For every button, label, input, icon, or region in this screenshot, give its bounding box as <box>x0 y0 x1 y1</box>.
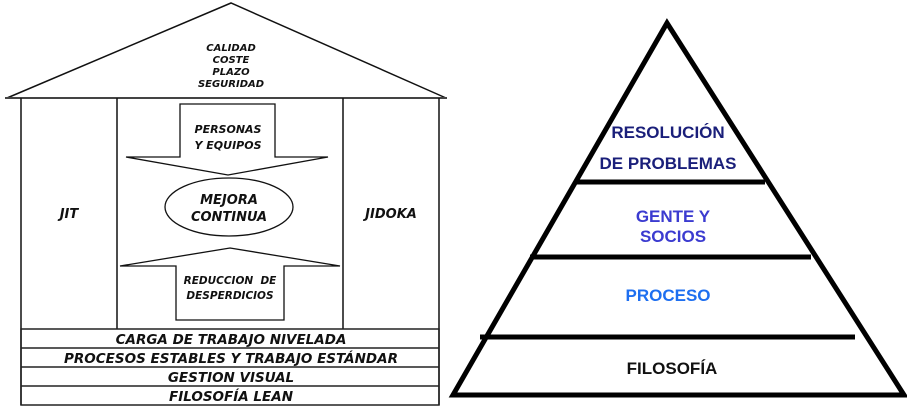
arrow-up-label: DESPERDICIOS <box>186 290 273 302</box>
pyramid-level-process: PROCESO <box>625 286 710 305</box>
arrow-up-label: REDUCCION DE <box>184 275 278 287</box>
roof-goals: CALIDAD COSTE PLAZO SEGURIDAD <box>198 43 264 90</box>
foundation-level: PROCESOS ESTABLES Y TRABAJO ESTÁNDAR <box>64 350 398 367</box>
lean-house: CALIDAD COSTE PLAZO SEGURIDAD JIT JIDOKA… <box>5 2 447 406</box>
pyramid-level-label: PROCESO <box>625 286 710 305</box>
pyramid-level-label: RESOLUCIÓN <box>611 123 724 142</box>
center-label: MEJORA <box>200 193 258 208</box>
arrow-down-label: PERSONAS <box>195 123 262 136</box>
foundation-level: GESTION VISUAL <box>168 370 294 386</box>
pyramid-level-label: SOCIOS <box>640 227 706 246</box>
foundation: CARGA DE TRABAJO NIVELADA PROCESOS ESTAB… <box>20 328 440 406</box>
pyramid-level-people-partners: GENTE Y SOCIOS <box>636 207 711 246</box>
continuous-improvement-ellipse <box>164 177 294 237</box>
roof-goal: SEGURIDAD <box>198 79 264 90</box>
center-label: CONTINUA <box>191 210 267 225</box>
pyramid-outline <box>448 18 907 398</box>
roof-goal: PLAZO <box>212 67 250 78</box>
arrow-down-shape <box>125 103 329 176</box>
pillar-jit: JIT <box>57 207 80 222</box>
pillar-jidoka: JIDOKA <box>362 207 417 222</box>
foundation-level: FILOSOFÍA LEAN <box>169 388 294 405</box>
arrow-down-label: Y EQUIPOS <box>194 139 261 152</box>
pyramid-level-label: DE PROBLEMAS <box>600 154 737 173</box>
arrow-up-shape <box>119 247 341 321</box>
foundation-level: CARGA DE TRABAJO NIVELADA <box>116 332 347 348</box>
roof-goal: COSTE <box>213 55 250 66</box>
pyramid-level-label: FILOSOFÍA <box>627 359 718 378</box>
pyramid-level-label: GENTE Y <box>636 207 711 226</box>
pyramid: RESOLUCIÓN DE PROBLEMAS GENTE Y SOCIOS P… <box>448 18 907 398</box>
pyramid-level-philosophy: FILOSOFÍA <box>627 359 718 378</box>
house-roof <box>6 2 447 99</box>
pyramid-level-problem-solving: RESOLUCIÓN DE PROBLEMAS <box>600 123 737 173</box>
roof-goal: CALIDAD <box>206 43 256 54</box>
